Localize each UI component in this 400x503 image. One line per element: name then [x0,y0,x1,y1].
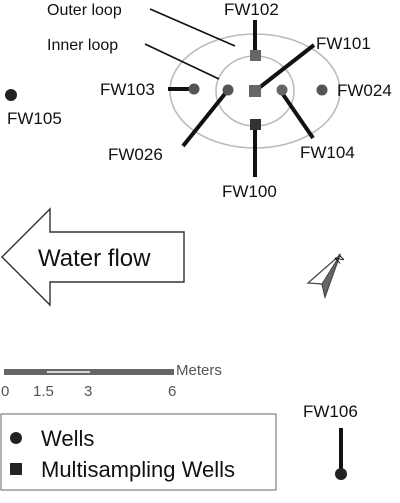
scale-tick-1-5: 1.5 [33,383,54,400]
inner-loop-leader [144,43,220,80]
scale-bar: Meters 0 1.5 3 6 [1,362,222,400]
scale-tick-6: 6 [168,383,176,400]
fw026-label: FW026 [108,145,163,164]
north-arrow: N [306,252,347,300]
legend-multisampling-icon [10,463,22,475]
outer-loop-label: Outer loop [47,2,122,19]
fw105-label: FW105 [7,109,62,128]
fw106-marker [335,468,347,480]
fw106-label: FW106 [303,402,358,421]
fw101-label: FW101 [316,34,371,53]
fw103-label: FW103 [100,80,155,99]
fw024-label: FW024 [337,81,392,100]
fw102-marker [250,50,261,61]
fw104-label: FW104 [300,143,355,162]
fw104-leader [278,88,315,140]
legend-multisampling-label: Multisampling Wells [41,457,235,482]
fw103-marker [188,83,200,95]
fw100-marker [250,119,261,130]
fw105-marker [5,89,17,101]
fw101-leader [253,43,316,93]
fw024-marker [316,84,328,96]
scale-tick-0: 0 [1,383,9,400]
water-flow-label: Water flow [38,245,151,272]
fw026-leader [181,88,230,148]
scale-tick-3: 3 [84,383,92,400]
fw100-label: FW100 [222,182,277,201]
fw026-marker [222,84,234,96]
inner-loop-label: Inner loop [47,37,118,54]
fw102-label: FW102 [224,0,279,19]
scale-unit-label: Meters [176,362,222,379]
legend-wells-label: Wells [41,426,94,451]
legend-wells-icon [10,432,22,444]
legend: Wells Multisampling Wells [0,413,277,491]
water-flow-arrow [1,207,185,307]
fw101-marker [249,85,261,97]
fw104-marker [276,84,288,96]
outer-loop-leader [149,8,236,47]
